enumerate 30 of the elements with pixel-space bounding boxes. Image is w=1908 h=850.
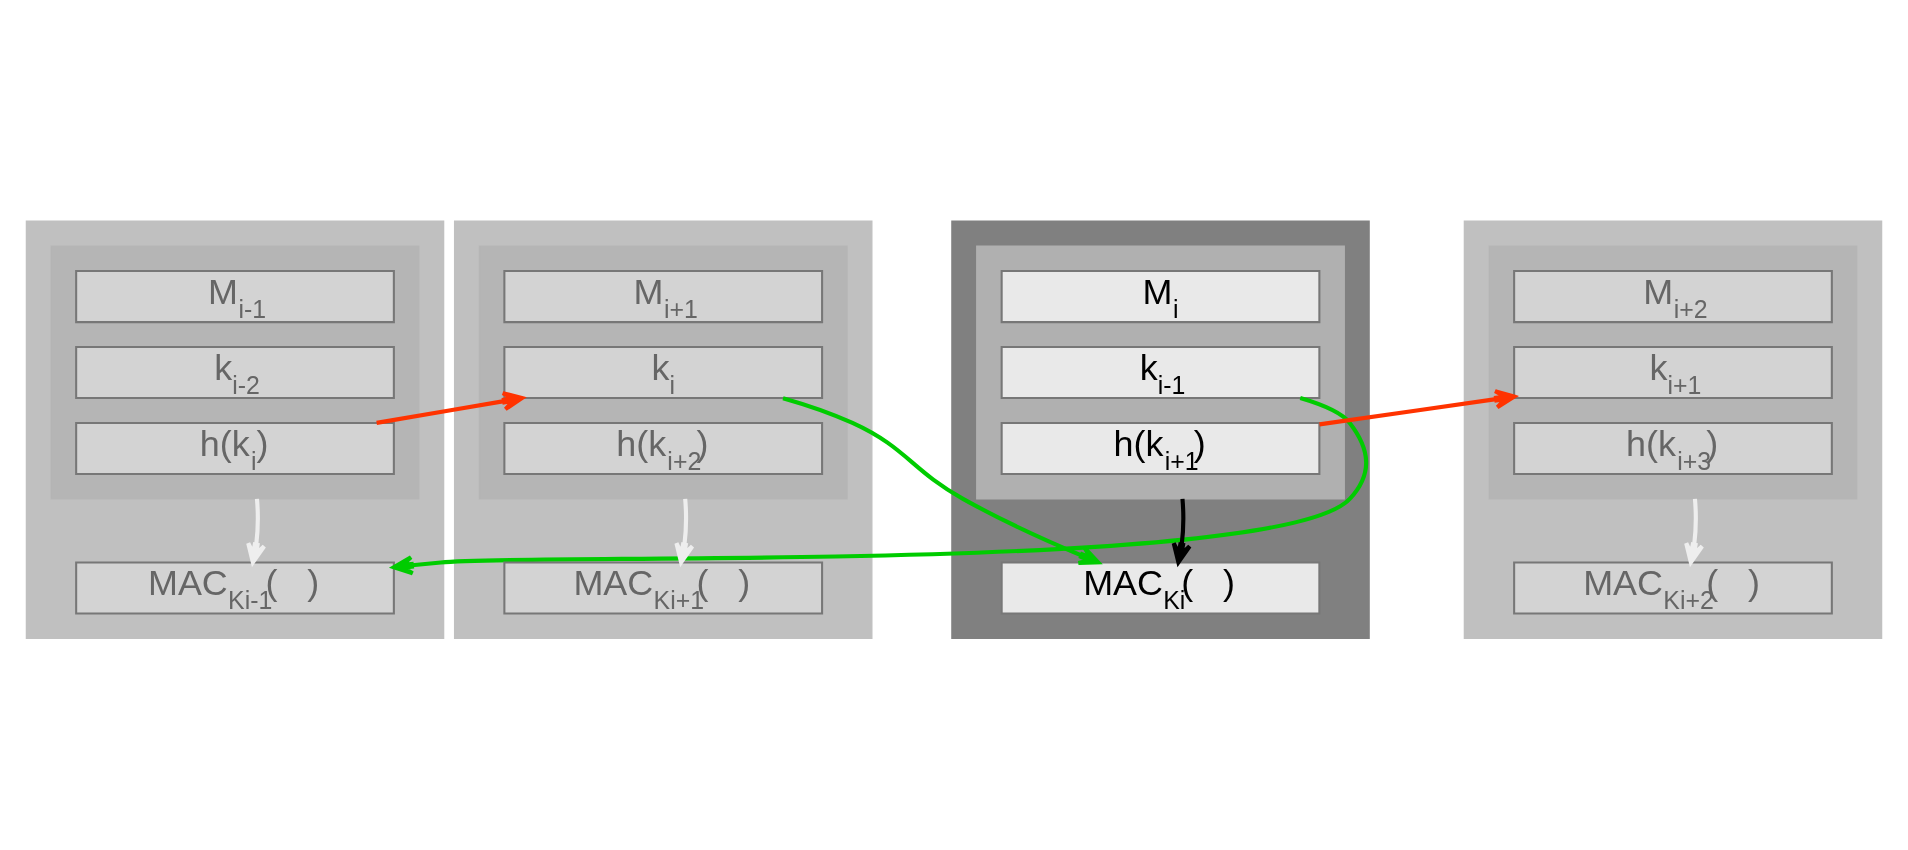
arrow	[674, 498, 695, 565]
cluster	[976, 245, 1345, 500]
cluster	[951, 220, 1370, 640]
node-box: MAC$_{Ki-1}$( )	[75, 561, 395, 615]
node-box: M$_{i+2}$	[1513, 269, 1833, 324]
node-box: k$_{i-2}$	[75, 345, 395, 400]
node-box: k$_{i}$	[503, 345, 824, 400]
arrow	[246, 498, 267, 565]
node-box: h(k$_{i+1}$)	[1000, 421, 1321, 476]
cluster	[478, 245, 848, 500]
node-box: M$_{i+1}$	[503, 269, 824, 324]
node-box: k$_{i+1}$	[1513, 345, 1833, 400]
node-box: h(k$_{i+2}$)	[503, 421, 824, 476]
cluster	[1463, 220, 1883, 640]
arrow	[1319, 389, 1517, 427]
node-box: M$_{i-1}$	[75, 269, 395, 324]
arrow	[1684, 498, 1705, 565]
cluster	[453, 220, 873, 640]
node-box: k$_{i-1}$	[1000, 345, 1321, 400]
node-box: h(k$_{i+3}$)	[1513, 421, 1833, 476]
cluster	[1488, 245, 1858, 500]
cluster	[25, 220, 445, 640]
node-box: M$_{i}$	[1000, 269, 1321, 324]
cluster	[50, 245, 420, 500]
arrow	[376, 391, 524, 425]
arrow	[1171, 498, 1192, 565]
node-box: MAC$_{Ki}$( )	[1000, 561, 1321, 615]
arrow	[391, 396, 1368, 576]
node-box: h(k$_{i}$)	[75, 421, 395, 476]
node-box: MAC$_{Ki+1}$( )	[503, 561, 824, 615]
